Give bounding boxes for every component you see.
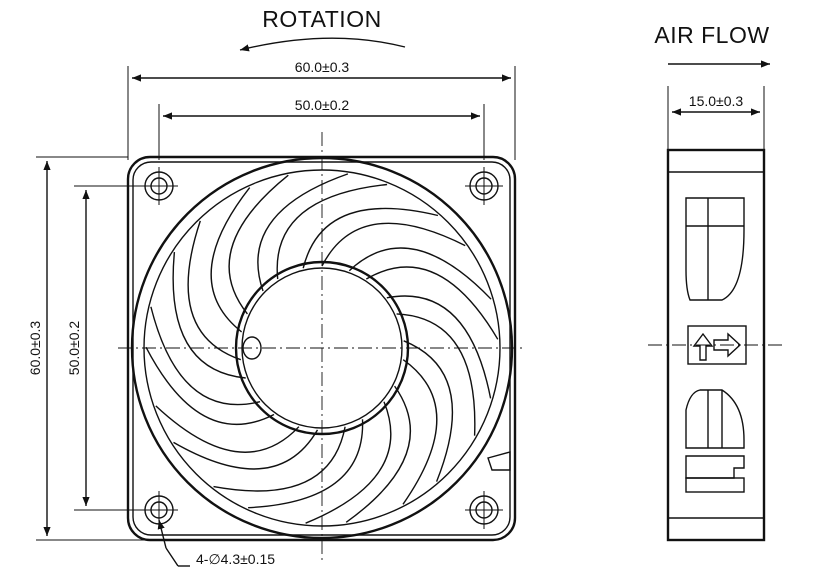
fan-blade <box>396 313 476 482</box>
hole-spacing-width-label: 50.0±0.2 <box>295 97 350 113</box>
front-center-lines <box>118 132 525 560</box>
outer-width-label: 60.0±0.3 <box>295 59 350 75</box>
fan-blade <box>321 222 492 300</box>
fan-blade <box>365 266 499 399</box>
outer-height-label: 60.0±0.3 <box>27 321 43 376</box>
mounting-hole-leader <box>157 519 190 567</box>
hole-spacing-height-label: 50.0±0.2 <box>66 321 82 376</box>
fan-blade <box>228 173 349 315</box>
fan-blade <box>248 401 392 524</box>
mounting-holes-label: 4-∅4.3±0.15 <box>196 551 275 567</box>
front-dimension-lines <box>36 66 516 541</box>
fan-blade <box>187 187 251 361</box>
rotation-title: ROTATION <box>262 6 381 32</box>
side-dimension-lines <box>667 86 765 150</box>
thickness-label: 15.0±0.3 <box>689 93 744 109</box>
air-flow-title: AIR FLOW <box>654 22 769 48</box>
fan-blades <box>145 173 499 524</box>
mounting-holes <box>140 167 503 529</box>
fan-blade <box>145 346 300 453</box>
fan-blade <box>276 183 439 280</box>
fan-blade <box>345 359 438 523</box>
fan-blade <box>173 426 346 492</box>
fan-blade <box>150 252 261 406</box>
rotation-arrow <box>239 37 406 52</box>
